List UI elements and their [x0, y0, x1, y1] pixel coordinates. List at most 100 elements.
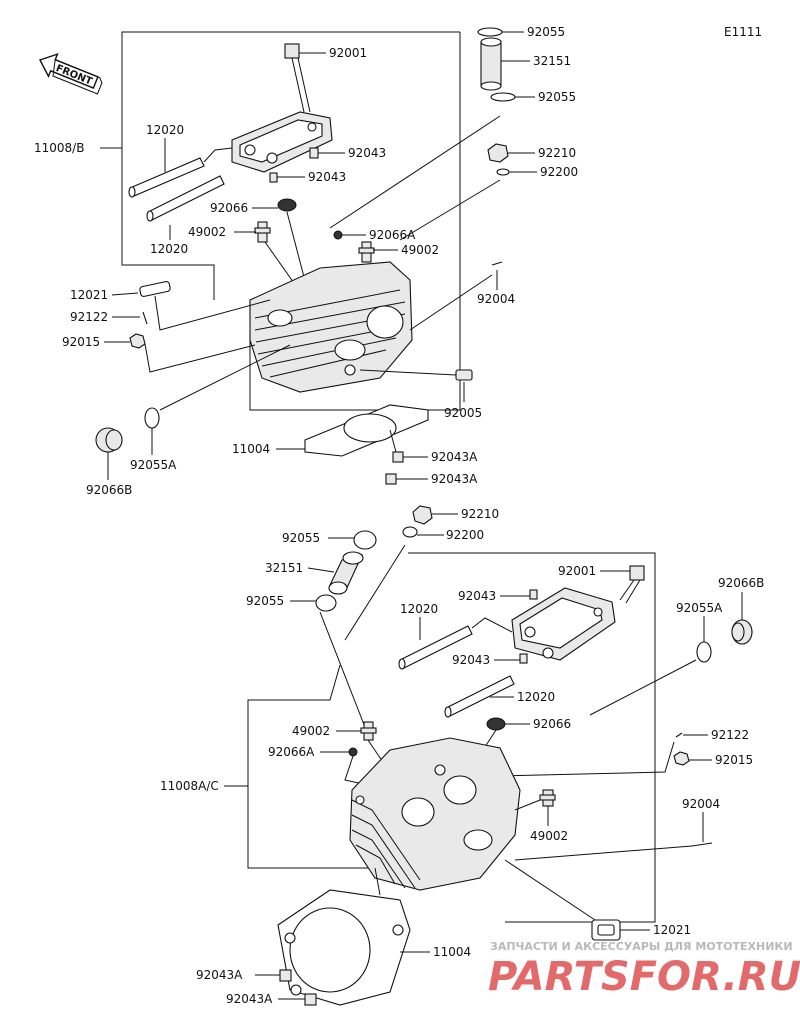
watermark-tagline: ЗАПЧАСТИ И АКСЕССУАРЫ ДЛЯ МОТОТЕХНИКИ	[490, 940, 793, 953]
head-gasket-11004	[304, 404, 429, 457]
nut-92015	[129, 333, 146, 349]
label-11008B: 11008/B	[34, 141, 84, 155]
label-92055-bottom: 92055	[538, 90, 576, 104]
label-92043A-lower-b: 92043A	[226, 992, 273, 1006]
label-49002-lower-b: 49002	[530, 829, 568, 843]
label-92004: 92004	[477, 292, 515, 306]
o-ring-92055-lower-top	[353, 530, 377, 550]
label-92066A-lower: 92066A	[268, 745, 315, 759]
plug-92066-lower	[486, 717, 506, 731]
dowel-92043A-b	[385, 473, 397, 485]
label-92001-lower: 92001	[558, 564, 596, 578]
dowel-92043A-a	[392, 451, 404, 463]
label-92043-lower-a: 92043	[458, 589, 496, 603]
label-32151-lower: 32151	[265, 561, 303, 575]
label-92200: 92200	[540, 165, 578, 179]
o-ring-92055-lower-bottom	[315, 594, 337, 612]
label-12020-lower-b: 12020	[517, 690, 555, 704]
rocker-holder	[231, 111, 333, 173]
label-92066B: 92066B	[86, 483, 132, 497]
plug-92066B-lower	[731, 619, 753, 645]
plug-92066B	[95, 427, 123, 453]
label-32151: 32151	[533, 54, 571, 68]
label-92015-lower: 92015	[715, 753, 753, 767]
fitting-49002-a	[254, 221, 271, 243]
label-92122-lower: 92122	[711, 728, 749, 742]
fitting-49002-lower-a	[360, 721, 377, 741]
dowel-92043-a	[309, 147, 319, 159]
gasket-12021-lower	[591, 919, 621, 941]
label-12021-lower: 12021	[653, 923, 691, 937]
label-92055-top: 92055	[527, 25, 565, 39]
stud-92004	[491, 261, 503, 266]
pipe-32151	[480, 37, 502, 91]
label-92210: 92210	[538, 146, 576, 160]
label-92015: 92015	[62, 335, 100, 349]
nut-92015-lower	[673, 751, 690, 766]
label-92043-a: 92043	[348, 146, 386, 160]
bolt-92001-lower	[619, 565, 645, 604]
dowel-92043-lower-a	[529, 589, 538, 600]
dowel-92043A-lower-b	[304, 993, 317, 1006]
fitting-92005	[455, 369, 473, 381]
rocker-shaft-12020-a	[128, 157, 205, 198]
pipe-32151-lower	[328, 551, 364, 595]
dowel-92043-b	[269, 172, 278, 183]
label-92043A-lower-a: 92043A	[196, 968, 243, 982]
label-49002-b: 49002	[401, 243, 439, 257]
cap-nut-92210-lower	[412, 505, 433, 525]
label-12020-b: 12020	[150, 242, 188, 256]
upper-assembly: 92055 32151 92055 92001 12020 11008/B 92…	[34, 25, 578, 497]
label-92066B-lower: 92066B	[718, 576, 764, 590]
label-49002-lower-a: 49002	[292, 724, 330, 738]
dowel-92043-lower-b	[519, 653, 528, 664]
plug-92066A-lower	[348, 747, 358, 757]
label-12020-lower-a: 12020	[400, 602, 438, 616]
pin-92122	[142, 311, 148, 325]
cylinder-head-upper	[249, 261, 413, 393]
rocker-shaft-12020-b	[146, 175, 225, 222]
label-92055A-lower: 92055A	[676, 601, 723, 615]
label-49002-a: 49002	[188, 225, 226, 239]
label-92043-b: 92043	[308, 170, 346, 184]
o-ring-92055-top	[477, 27, 503, 37]
gasket-12021	[139, 280, 171, 298]
dowel-92043A-lower-a	[279, 969, 292, 982]
plug-92066A	[333, 230, 343, 240]
washer-92200-lower	[402, 526, 418, 538]
watermark: ЗАПЧАСТИ И АКСЕССУАРЫ ДЛЯ МОТОТЕХНИКИ PA…	[488, 940, 800, 1000]
washer-92200	[496, 168, 510, 176]
rocker-holder-lower	[511, 587, 616, 661]
label-92043A-b: 92043A	[431, 472, 478, 486]
o-ring-92055A	[144, 407, 160, 429]
front-arrow-icon: FRONT	[39, 52, 103, 95]
label-12020-a: 12020	[146, 123, 184, 137]
o-ring-92055A-lower	[696, 641, 712, 663]
label-11008AC: 11008A/C	[160, 779, 219, 793]
stud-92004-lower	[691, 842, 713, 847]
lower-assembly: 92210 92200 92055 32151 92055 92001 9206…	[160, 505, 764, 1006]
label-92066A: 92066A	[369, 228, 416, 242]
o-ring-92055-bottom	[490, 92, 516, 102]
diagram-code: E1111	[724, 25, 762, 39]
label-92001: 92001	[329, 46, 367, 60]
head-gasket-11004-lower	[277, 889, 411, 1006]
pin-92122-lower	[675, 732, 683, 738]
cylinder-head-lower	[349, 737, 521, 891]
label-11004: 11004	[232, 442, 270, 456]
fitting-49002-b	[358, 241, 375, 263]
watermark-brand: PARTSFOR.RU	[488, 954, 800, 1000]
label-92200-lower: 92200	[446, 528, 484, 542]
label-92005: 92005	[444, 406, 482, 420]
label-11004-lower: 11004	[433, 945, 471, 959]
label-92055-lower-top: 92055	[282, 531, 320, 545]
plug-92066	[277, 198, 297, 212]
label-92122: 92122	[70, 310, 108, 324]
fitting-49002-lower-b	[539, 789, 556, 807]
label-92043A-a: 92043A	[431, 450, 478, 464]
rocker-shaft-12020-lower-b	[444, 675, 515, 718]
cap-nut-92210	[487, 143, 509, 163]
label-92210-lower: 92210	[461, 507, 499, 521]
label-92066-lower: 92066	[533, 717, 571, 731]
bolt-92001	[284, 43, 311, 113]
